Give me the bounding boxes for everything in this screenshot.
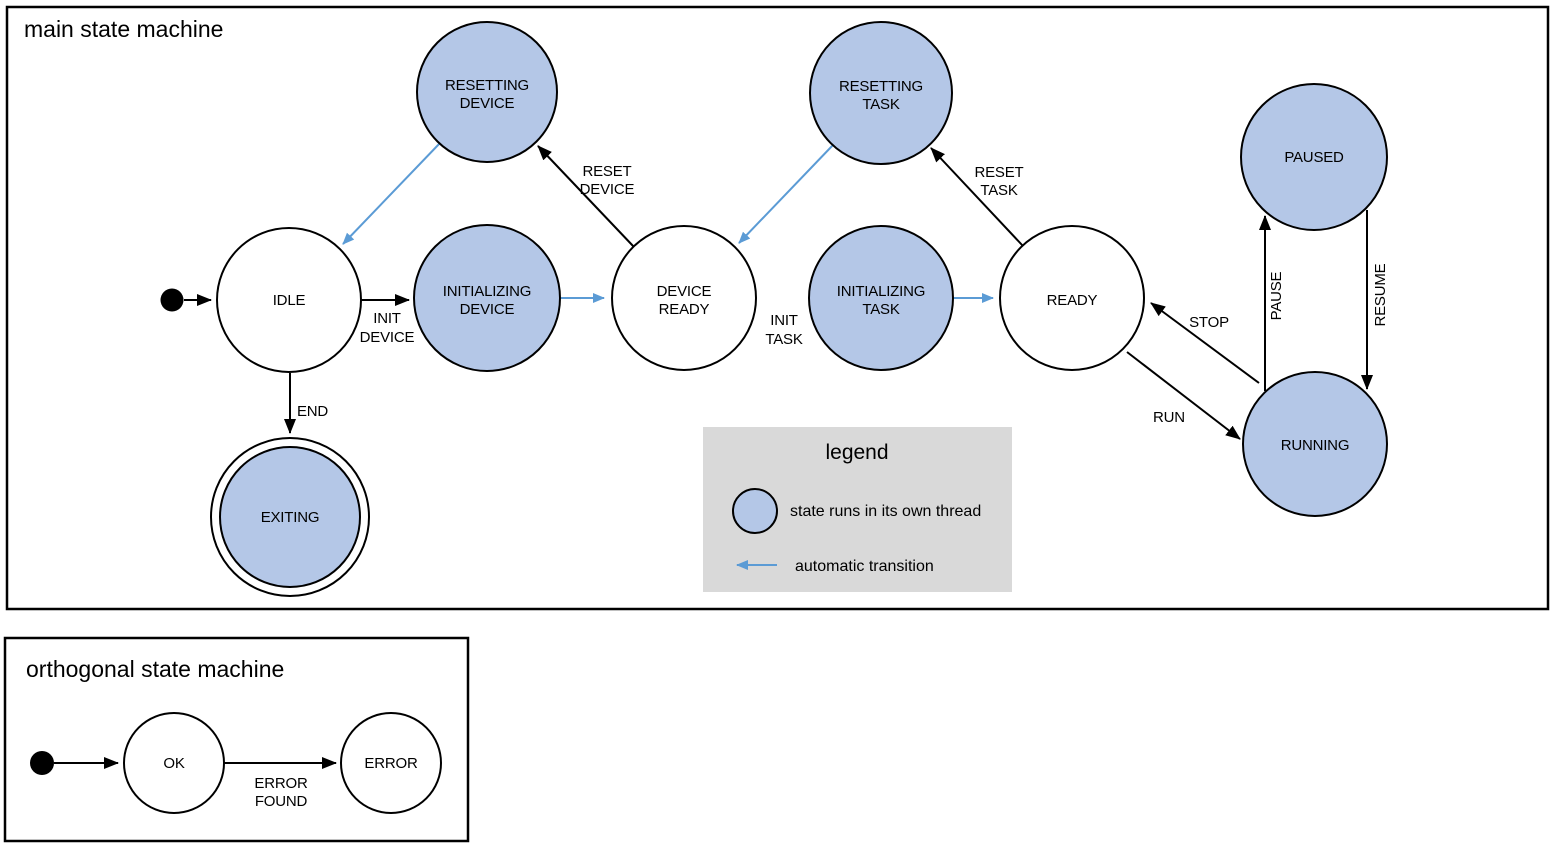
legend-auto-transition-label: automatic transition — [795, 558, 934, 575]
transition-init-device-label-1: INIT — [373, 310, 401, 327]
state-resetting-device — [416, 21, 558, 163]
transition-init-device-label-2: DEVICE — [360, 329, 415, 346]
state-resetting-task-label-2: TASK — [862, 96, 899, 113]
transition-reset-task-label-2: TASK — [980, 182, 1017, 199]
orthogonal-state-machine-title: orthogonal state machine — [26, 656, 284, 682]
state-ready-label: READY — [1047, 292, 1098, 309]
state-running-label: RUNNING — [1281, 437, 1350, 454]
state-resetting-device-label-2: DEVICE — [460, 95, 515, 112]
transition-pause-label: PAUSE — [1268, 271, 1285, 320]
transition-auto-resetdevice-idle-line — [342, 142, 441, 245]
state-idle — [216, 227, 362, 373]
state-device-ready-label-2: READY — [659, 301, 710, 318]
transition-run-label: RUN — [1153, 409, 1185, 426]
main-state-machine-title: main state machine — [24, 16, 223, 42]
state-resetting-task — [809, 21, 953, 165]
state-initializing-task — [808, 225, 954, 371]
transition-init-task-label-2: TASK — [765, 331, 802, 348]
state-initializing-task-label-2: TASK — [862, 301, 899, 318]
state-ready — [999, 225, 1145, 371]
transition-end-label: END — [297, 403, 328, 420]
transition-run-line — [1126, 351, 1241, 440]
transition-error-found-label-2: FOUND — [255, 793, 308, 810]
state-ok — [123, 712, 225, 814]
transition-stop-line — [1150, 302, 1260, 384]
transition-error-found-label-1: ERROR — [254, 775, 308, 792]
transition-resume-label: RESUME — [1372, 263, 1389, 326]
initial-state-dot-main — [160, 288, 184, 312]
state-device-ready-label-1: DEVICE — [657, 283, 712, 300]
state-exiting — [219, 446, 361, 588]
state-error — [340, 712, 442, 814]
legend-threaded-state-swatch — [732, 488, 778, 534]
state-initializing-device-label-1: INITIALIZING — [443, 283, 531, 300]
state-idle-label: IDLE — [273, 292, 306, 309]
transition-stop-label: STOP — [1189, 314, 1229, 331]
state-initializing-task-label-1: INITIALIZING — [837, 283, 925, 300]
state-paused — [1240, 83, 1388, 231]
state-running — [1242, 371, 1388, 517]
transition-reset-device-label-1: RESET — [582, 163, 631, 180]
state-resetting-device-label-1: RESETTING — [445, 77, 529, 94]
transition-auto-resettask-deviceready-line — [738, 144, 834, 244]
state-resetting-task-label-1: RESETTING — [839, 78, 923, 95]
state-initializing-device — [413, 224, 561, 372]
transition-init-task-label-1: INIT — [770, 312, 798, 329]
legend-threaded-state-label: state runs in its own thread — [790, 503, 981, 520]
legend-title: legend — [825, 441, 888, 464]
state-device-ready — [611, 225, 757, 371]
state-initializing-device-label-2: DEVICE — [460, 301, 515, 318]
state-paused-label: PAUSED — [1284, 149, 1344, 166]
transition-reset-task-label-1: RESET — [974, 164, 1023, 181]
state-ok-label: OK — [163, 755, 184, 772]
state-error-label: ERROR — [364, 755, 418, 772]
initial-state-dot-orthogonal — [30, 751, 54, 775]
transition-reset-device-line — [537, 145, 635, 248]
transition-reset-task-line — [930, 147, 1024, 247]
transition-reset-device-label-2: DEVICE — [580, 181, 635, 198]
state-exiting-label: EXITING — [261, 509, 320, 526]
